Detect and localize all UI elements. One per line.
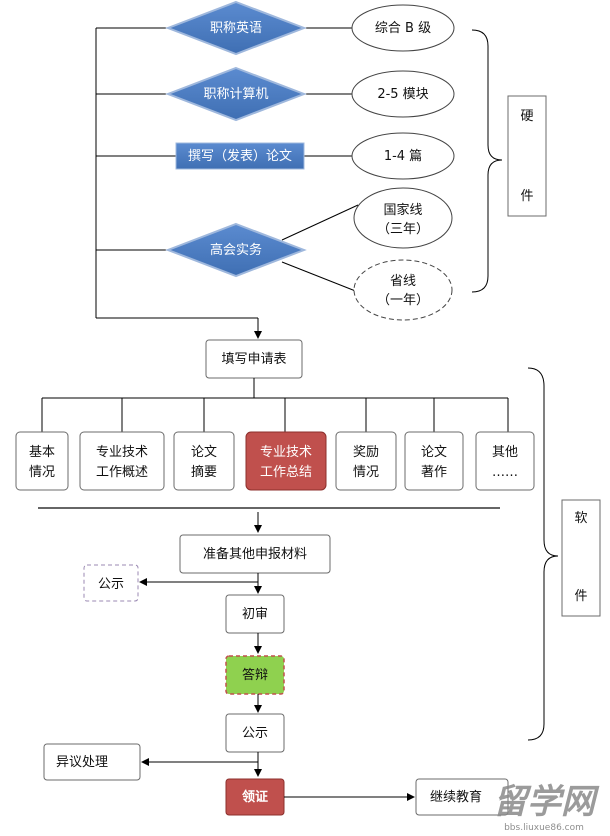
oval-national-line-text-2: （三年） <box>377 222 429 237</box>
form-item-line2: …… <box>492 465 518 480</box>
hardware-label-2: 件 <box>520 189 533 204</box>
form-item-work-overview: 专业技术 工作概述 <box>79 431 165 491</box>
continuing-education-box: 继续教育 <box>415 778 509 816</box>
hardware-label-1: 硬 <box>520 109 533 124</box>
oval-paper-count-text: 1-4 篇 <box>384 149 422 164</box>
initial-review-label: 初审 <box>242 607 268 622</box>
form-item-line1: 奖励 <box>353 445 379 460</box>
form-item-line2: 摘要 <box>191 464 217 480</box>
form-item-line1: 专业技术 <box>260 445 312 460</box>
watermark-logo: 留学网 bbs.liuxue86.com <box>493 782 600 833</box>
oval-province-line-text-1: 省线 <box>390 274 416 289</box>
fill-form-label: 填写申请表 <box>221 352 286 367</box>
prepare-materials-box: 准备其他申报材料 <box>179 534 331 574</box>
software-label-1: 软 <box>574 511 587 526</box>
form-item-line1: 专业技术 <box>96 445 148 460</box>
prepare-materials-label: 准备其他申报材料 <box>203 546 307 562</box>
form-item-line1: 论文 <box>421 445 447 460</box>
form-item-line2: 情况 <box>29 465 55 480</box>
watermark-logo-text: 留学网 <box>493 782 600 822</box>
diamond-english: 职称英语 <box>165 0 307 56</box>
connector-line <box>281 261 359 293</box>
objection-label: 异议处理 <box>56 755 108 770</box>
form-item-papers-works: 论文 著作 <box>404 431 464 491</box>
publicity-box: 公示 <box>225 713 285 753</box>
oval-english-level-text: 综合 B 级 <box>375 21 431 36</box>
diamond-practice: 高会实务 <box>165 222 307 278</box>
form-item-line1: 其他 <box>492 445 518 460</box>
oval-province-line: 省线 （一年） <box>353 259 453 321</box>
form-item-line2: 情况 <box>353 465 379 480</box>
oval-computer-modules-text: 2-5 模块 <box>377 87 428 102</box>
continuing-education-label: 继续教育 <box>430 789 482 805</box>
software-label-box <box>561 499 601 617</box>
software-label-2: 件 <box>574 589 587 604</box>
publicity-label-1: 公示 <box>98 577 124 592</box>
oval-national-line-text-1: 国家线 <box>383 202 422 218</box>
oval-english-level: 综合 B 级 <box>351 4 455 52</box>
oval-national-line: 国家线 （三年） <box>353 187 453 249</box>
oval-paper-count: 1-4 篇 <box>351 132 455 180</box>
diamond-english-label: 职称英语 <box>210 21 262 36</box>
connector-line <box>281 204 359 241</box>
objection-box: 异议处理 <box>43 743 141 781</box>
watermark-url: bbs.liuxue86.com <box>504 823 584 833</box>
publicity-label-2: 公示 <box>242 726 268 741</box>
form-item-line2: 工作概述 <box>96 465 148 480</box>
form-item-awards: 奖励 情况 <box>335 431 397 491</box>
certificate-label: 领证 <box>242 789 268 805</box>
paper-box: 撰写（发表）论文 <box>175 142 305 170</box>
initial-review-box: 初审 <box>225 594 285 634</box>
fill-form-box: 填写申请表 <box>205 339 303 379</box>
form-item-basic-info: 基本 情况 <box>15 431 69 491</box>
form-item-line1: 基本 <box>29 445 55 460</box>
diamond-computer-label: 职称计算机 <box>203 87 268 102</box>
hardware-label-box <box>507 95 547 217</box>
publicity-box-dashed: 公示 <box>83 564 139 602</box>
form-item-line1: 论文 <box>191 445 217 460</box>
hardware-brace <box>471 29 503 293</box>
diamond-computer: 职称计算机 <box>165 66 307 122</box>
form-item-work-summary: 专业技术 工作总结 <box>245 431 327 491</box>
certificate-box: 领证 <box>225 778 285 816</box>
oval-province-line-text-2: （一年） <box>377 293 429 308</box>
defense-box: 答辩 <box>225 655 285 695</box>
form-item-line2: 工作总结 <box>260 465 312 480</box>
diamond-practice-label: 高会实务 <box>210 242 262 258</box>
form-item-paper-abstract: 论文 摘要 <box>173 431 235 491</box>
software-brace <box>527 367 559 741</box>
paper-box-label: 撰写（发表）论文 <box>188 148 292 164</box>
form-item-line2: 著作 <box>421 465 447 480</box>
form-item-other: 其他 …… <box>475 431 535 491</box>
oval-computer-modules: 2-5 模块 <box>351 70 455 118</box>
defense-label: 答辩 <box>242 667 268 683</box>
